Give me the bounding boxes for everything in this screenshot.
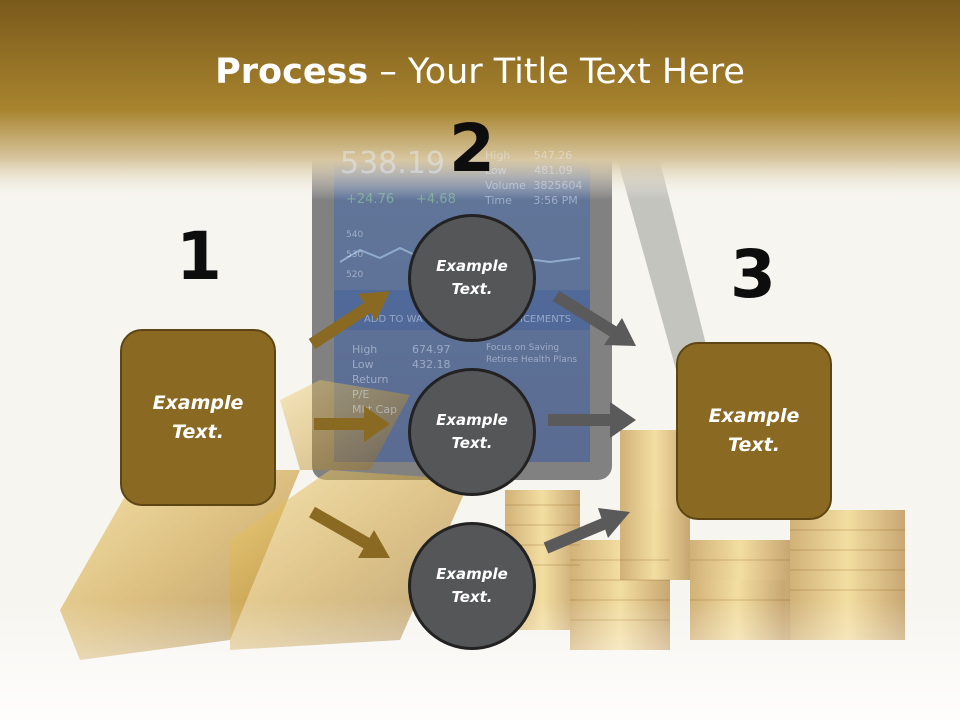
stat-row: High 547.26 bbox=[485, 148, 582, 163]
announcements-label: ICEMENTS bbox=[520, 314, 572, 325]
arrow-middle-to-3 bbox=[548, 402, 636, 438]
stat-row: Low 432.18 bbox=[352, 357, 451, 372]
stat-label: High bbox=[485, 149, 511, 162]
title-bold: Process bbox=[215, 52, 369, 92]
stat-value: 547.26 bbox=[533, 149, 573, 162]
slide-title: Process – Your Title Text Here bbox=[0, 52, 960, 92]
add-to-watchlist-label: ADD TO WA bbox=[364, 314, 423, 325]
stat-row: Volume 3825604 bbox=[485, 178, 582, 193]
step-number-1: 1 bbox=[176, 218, 222, 295]
stat-value: 674.97 bbox=[412, 343, 451, 356]
axis-label: 520 bbox=[346, 270, 364, 280]
stat-row: Mkt Cap bbox=[352, 402, 397, 417]
axis-label: 530 bbox=[346, 250, 364, 260]
stat-value: 3825604 bbox=[533, 179, 583, 192]
stats-top: High 547.26 Low 481.09 Volume 3825604 Ti… bbox=[485, 148, 582, 208]
stat-row: P/E bbox=[352, 387, 397, 402]
stat-row: Low 481.09 bbox=[485, 163, 582, 178]
stock-change: +24.76 bbox=[346, 192, 395, 207]
stat-value: 3:56 PM bbox=[533, 194, 578, 207]
arrow-bottom-to-3 bbox=[543, 508, 630, 554]
news-headline: Focus on Saving Retiree Health Plans bbox=[486, 343, 578, 365]
axis-label: 540 bbox=[346, 230, 364, 240]
arrow-1-to-middle bbox=[314, 406, 390, 442]
step-number-3: 3 bbox=[730, 236, 776, 313]
stat-label: Mkt Cap bbox=[352, 403, 398, 416]
stat-label: High bbox=[352, 343, 378, 356]
arrow-1-to-bottom bbox=[309, 506, 390, 558]
phone-screen: 538.19 +24.76 +4.68 High 547.26 Low 481.… bbox=[340, 146, 590, 466]
stock-change-2: +4.68 bbox=[416, 192, 456, 207]
stat-value: 432.18 bbox=[412, 358, 451, 371]
step-number-2: 2 bbox=[449, 110, 495, 187]
stat-row: High 674.97 bbox=[352, 342, 451, 357]
stat-label: P/E bbox=[352, 388, 370, 401]
stat-label: Low bbox=[352, 358, 374, 371]
stat-label: Return bbox=[352, 373, 389, 386]
stock-quote: 538.19 bbox=[340, 146, 445, 181]
arrow-top-to-3 bbox=[552, 290, 636, 346]
arrow-1-to-top bbox=[308, 291, 390, 350]
stat-label: Low bbox=[485, 164, 507, 177]
stat-label: Time bbox=[485, 194, 512, 207]
stat-row: Time 3:56 PM bbox=[485, 193, 582, 208]
stats-bottom: High 674.97 Low 432.18 Return P/E Mkt Cap bbox=[352, 342, 451, 417]
stat-label: Volume bbox=[485, 179, 526, 192]
stat-row: Return bbox=[352, 372, 397, 387]
title-rest: – Your Title Text Here bbox=[368, 52, 745, 92]
stat-value: 481.09 bbox=[534, 164, 573, 177]
